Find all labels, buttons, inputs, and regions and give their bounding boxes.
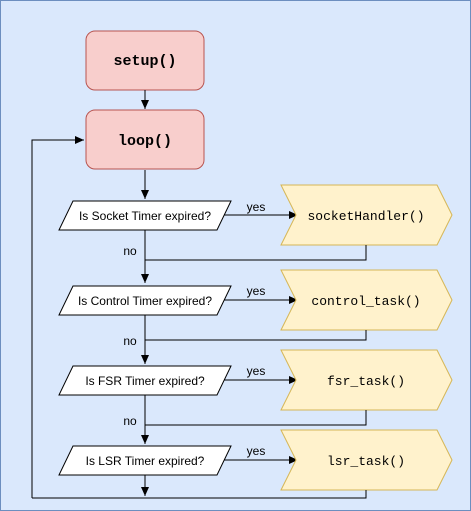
edge-socket-return: [145, 245, 367, 261]
task-lsr-label: lsr_task(): [327, 454, 405, 469]
check-fsr-question: Is FSR Timer expired?: [85, 374, 205, 388]
check-socket-decision: [58, 200, 232, 231]
check-socket-yes-label: yes: [247, 200, 266, 214]
edge-lsr-return: [32, 490, 367, 499]
check-fsr-no-label: no: [123, 414, 137, 428]
check-control-no-label: no: [123, 334, 137, 348]
edge-control-return: [145, 330, 367, 341]
task-fsr-label: fsr_task(): [327, 374, 405, 389]
check-lsr-decision: [58, 445, 232, 476]
check-fsr-decision: [58, 365, 232, 396]
task-socket-handler-label: socketHandler(): [307, 209, 424, 224]
task-control: [280, 269, 453, 331]
check-lsr-question: Is LSR Timer expired?: [86, 454, 205, 468]
check-control-decision: [58, 285, 232, 316]
check-control-yes-label: yes: [247, 284, 266, 298]
check-control-question: Is Control Timer expired?: [78, 294, 212, 308]
task-control-label: control_task(): [311, 294, 420, 309]
check-fsr-yes-label: yes: [247, 364, 266, 378]
check-socket-question: Is Socket Timer expired?: [79, 209, 211, 223]
task-fsr: [280, 349, 453, 411]
check-lsr-yes-label: yes: [247, 444, 266, 458]
edge-fsr-return: [145, 410, 367, 426]
edge-loop-back: [31, 136, 84, 498]
task-socket-handler: [280, 184, 453, 246]
loop-node: [85, 109, 205, 170]
check-socket-no-label: no: [123, 244, 137, 258]
task-lsr: [280, 429, 453, 491]
setup-label: setup(): [113, 53, 176, 70]
loop-label: loop(): [118, 133, 172, 150]
